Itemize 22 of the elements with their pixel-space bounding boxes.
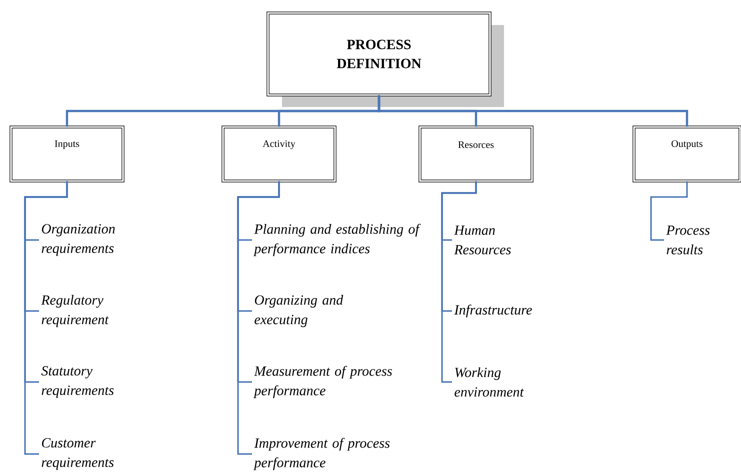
category-box: Activity [222,126,336,182]
item-text: Customer requirements [42,438,114,470]
category-box: Outputs [632,126,741,182]
connector-line [378,95,688,127]
item-text: Regulatory requirement [41,294,109,328]
item-text: Organization requirements [42,224,115,256]
item-text: Human Resources [454,226,511,254]
title-box: PROCESS DEFINITION [266,12,504,107]
item-text: Measurement of process performance [253,366,392,398]
item-text: Process results [666,226,710,254]
connector-line [24,181,68,455]
item-text: Working environment [454,367,524,397]
category-box: Resorces [418,126,534,182]
connector-line [441,181,477,383]
item-text: Infrastructure [454,304,532,318]
item-text: Planning and establishing of performance indices [253,224,421,256]
connector-line [237,181,280,455]
item-text: Statutory requirements [41,366,114,398]
item-text: Improvement of process performance [253,438,390,470]
category-box: Inputs [10,126,124,182]
connector-line [650,181,688,241]
item-text: Organizing and executing [254,294,344,328]
